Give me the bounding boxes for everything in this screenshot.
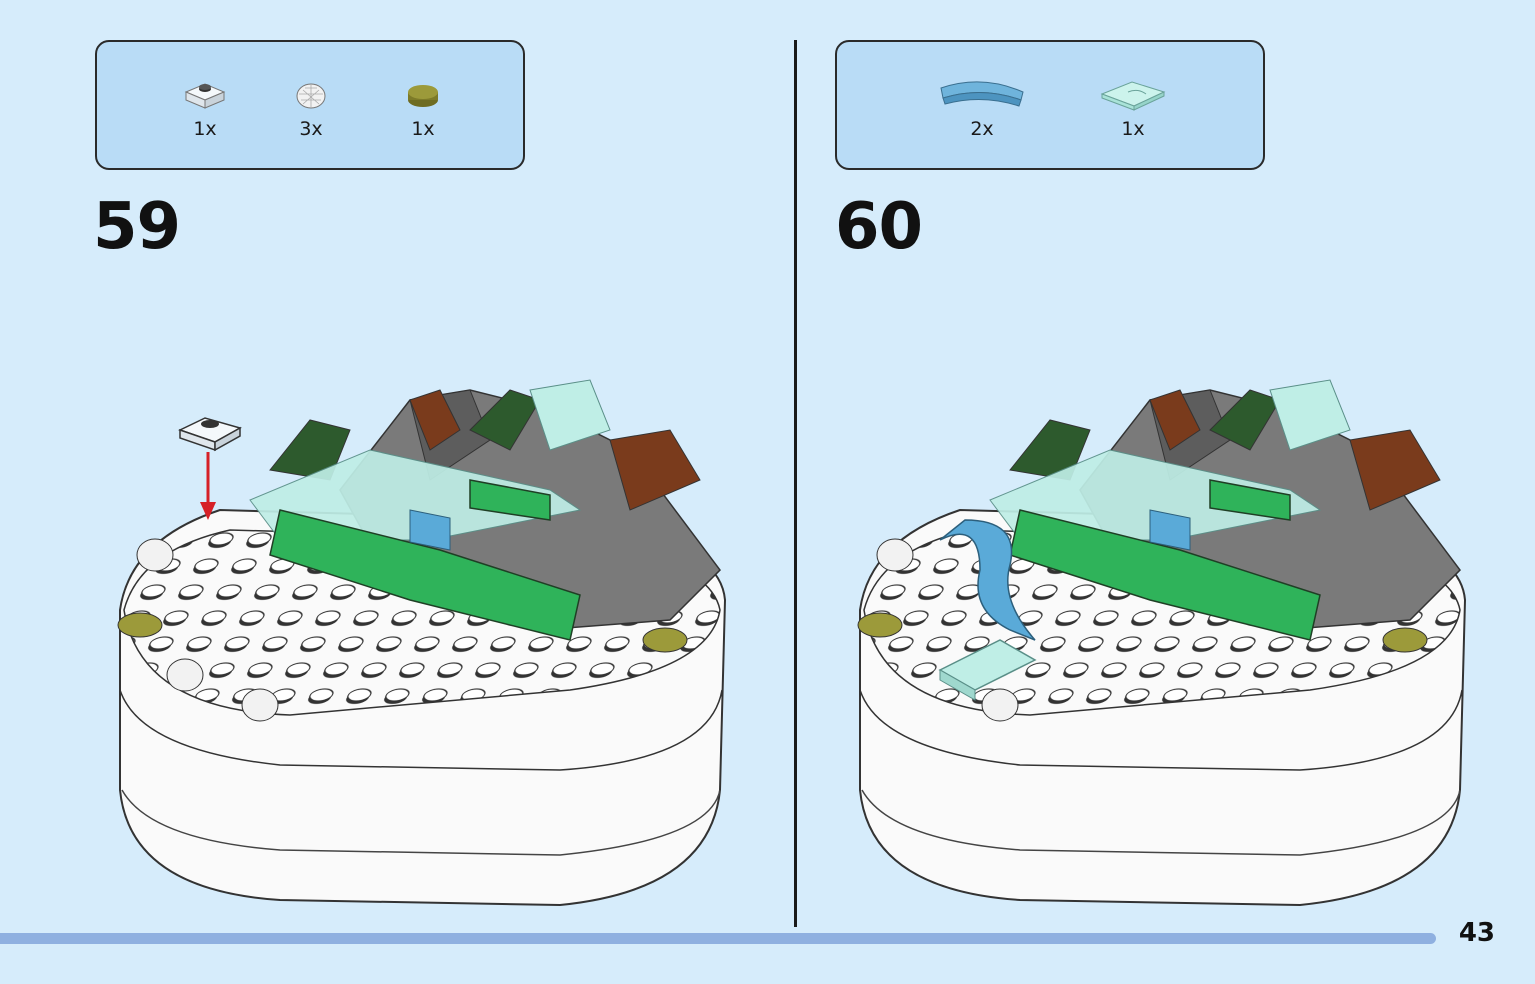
trans-light-blue-tile-icon (1100, 81, 1166, 111)
step-divider (794, 40, 797, 927)
progress-bar (0, 933, 1436, 944)
part-quantity: 3x (299, 118, 323, 140)
part-item: 1x (383, 78, 463, 148)
parts-callout-step-59: 1x 3x 1x (95, 40, 525, 170)
white-round-dome-icon (296, 83, 326, 109)
parts-callout-step-60: 2x 1x (835, 40, 1265, 170)
olive-round-tile-icon (408, 85, 438, 107)
model-illustration-step-60 (857, 379, 1467, 907)
model-illustration-step-59 (117, 379, 727, 907)
part-item: 2x (937, 78, 1027, 148)
part-quantity: 1x (1121, 118, 1145, 140)
part-item: 1x (165, 78, 245, 148)
step-number: 60 (835, 190, 923, 264)
part-item: 1x (1093, 78, 1173, 148)
white-transparent-plate-1x1-icon (184, 83, 226, 109)
step-number: 59 (93, 190, 181, 264)
part-quantity: 1x (411, 118, 435, 140)
part-quantity: 2x (970, 118, 994, 140)
blue-curved-tile-icon (940, 81, 1024, 107)
part-item: 3x (271, 78, 351, 148)
page-number: 43 (1458, 918, 1495, 948)
part-quantity: 1x (193, 118, 217, 140)
